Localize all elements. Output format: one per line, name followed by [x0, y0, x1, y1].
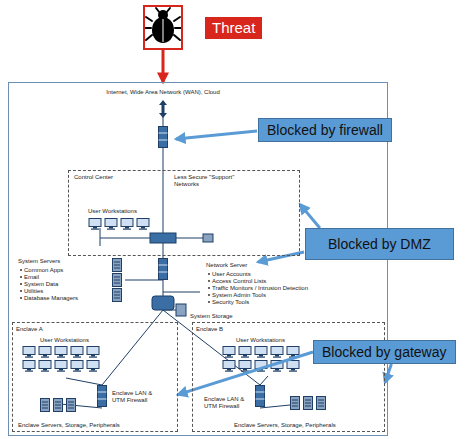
list-item: Database Managers [24, 295, 78, 302]
bug-icon [145, 8, 181, 43]
workstation-icon [255, 347, 267, 358]
control-center-box: Control Center Less Secure "Support" Netw… [68, 170, 300, 256]
list-item: Access Control Lists [212, 278, 266, 285]
workstation-icon [287, 361, 299, 372]
workstation-icon [271, 347, 283, 358]
box-text: User Workstations [40, 337, 89, 344]
list-bullets [20, 269, 210, 303]
network-devices [98, 100, 265, 407]
callout-box: Blocked by gateway [313, 340, 456, 364]
workstation-icon [121, 219, 133, 230]
section-label: System Servers [18, 258, 60, 265]
arrow-connector [385, 364, 391, 383]
box-heading: Internet, Wide Area Network (WAN), Cloud [106, 89, 219, 96]
box-text: User Workstations [88, 208, 137, 215]
workstation-icon [239, 361, 251, 372]
list-item: Utilities [24, 288, 43, 295]
box-text: Enclave LAN & UTM Firewall [112, 390, 158, 404]
workstation-icon [23, 347, 35, 358]
arrow-connector [300, 204, 320, 228]
threat-box: Threat [143, 5, 183, 50]
callout-box: Blocked by firewall [258, 118, 392, 142]
list-item: Traffic Monitors / Intrusion Detection [212, 285, 308, 292]
arrow-connector [178, 352, 313, 395]
threat-label: Threat [205, 17, 262, 39]
enclave-box: Enclave B User WorkstationsEnclave LAN & … [192, 322, 385, 432]
section-label: System Storage [190, 313, 233, 320]
workstation-icon [55, 361, 67, 372]
workstation-icon [39, 347, 51, 358]
callout-leaders [176, 131, 304, 262]
server-icon [67, 399, 76, 412]
box-heading: Control Center [74, 174, 113, 181]
server-icon [41, 399, 50, 412]
workstation-icon [55, 347, 67, 358]
box-text: Less Secure "Support" Networks [174, 174, 236, 188]
workstation-icon [89, 219, 101, 230]
section-label: Network Server [206, 262, 247, 269]
workstation-icon [87, 361, 99, 372]
callout-text: Blocked by firewall [267, 122, 383, 138]
workstation-icon [39, 361, 51, 372]
callout-box: Blocked by DMZ [305, 228, 454, 260]
workstation-icon [137, 219, 149, 230]
list-item: User Accounts [212, 271, 251, 278]
callout-text: Blocked by DMZ [328, 236, 431, 252]
box-text: User Workstations [236, 337, 285, 344]
workstation-icon [223, 347, 235, 358]
box-text: Enclave LAN & UTM Firewall [204, 396, 250, 410]
workstation-icon [23, 361, 35, 372]
workstation-icon [71, 361, 83, 372]
box-text: Enclave Servers, Storage, Peripherals [18, 422, 120, 429]
server-icon [291, 397, 300, 410]
workstation-icon [87, 347, 99, 358]
arrow-connector [162, 50, 165, 82]
server-icon [54, 399, 63, 412]
enclave-box: Enclave A User WorkstationsEnclave LAN & … [12, 322, 178, 432]
list-item: System Data [24, 281, 58, 288]
callout-text: Blocked by gateway [322, 344, 447, 360]
workstation-icon [239, 347, 251, 358]
workstation-icon [105, 219, 117, 230]
workstation-icon [223, 361, 235, 372]
network-wires [60, 102, 300, 408]
box-heading: Enclave A [16, 326, 43, 333]
server-icon [317, 397, 326, 410]
list-item: Common Apps [24, 267, 63, 274]
list-item: Security Tools [212, 299, 249, 306]
box-heading: Enclave B [196, 326, 223, 333]
box-text: Enclave Servers, Storage, Peripherals [234, 422, 336, 429]
server-icon [304, 397, 313, 410]
list-item: System Admin Tools [212, 292, 266, 299]
workstation-icon [71, 347, 83, 358]
list-item: Email [24, 274, 39, 281]
